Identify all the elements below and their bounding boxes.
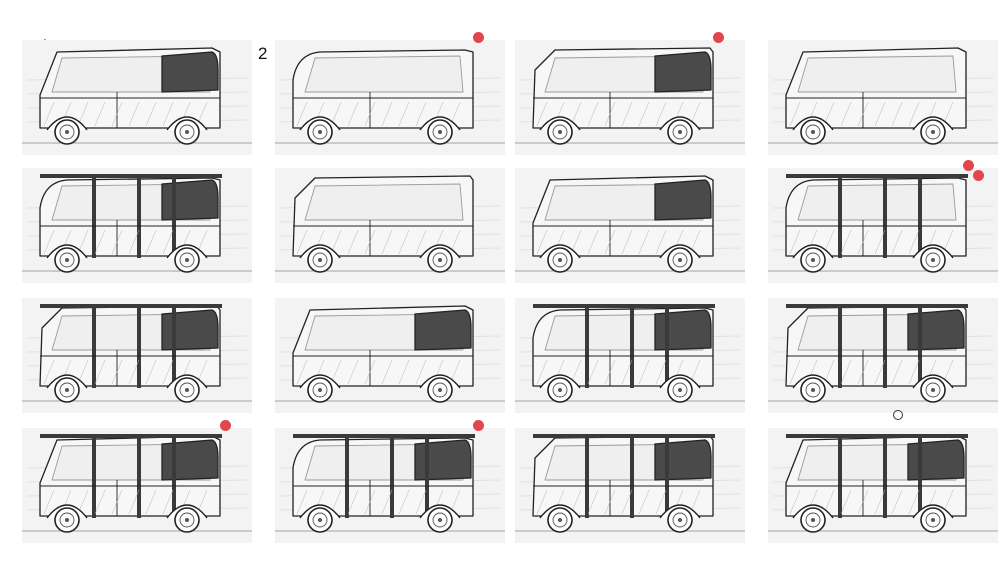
van-drawing: [515, 434, 745, 533]
van-sketch-8: [768, 168, 998, 283]
van-drawing: [515, 47, 745, 145]
van-sketch-7: [515, 168, 745, 283]
van-sketch-10: [275, 298, 505, 413]
van-sketch-5: [22, 168, 252, 283]
van-drawing: [22, 434, 252, 533]
red-dot-marker: [973, 170, 984, 181]
van-sketch-12: [768, 298, 998, 413]
van-drawing: [275, 434, 505, 533]
van-sketch-14: [275, 428, 505, 543]
van-sketch-11: [515, 298, 745, 413]
hollow-circle-marker: [893, 410, 903, 420]
red-dot-marker: [473, 420, 484, 431]
van-sketch-3: [515, 40, 745, 155]
van-drawing: [768, 434, 998, 533]
van-sketch-6: [275, 168, 505, 283]
red-dot-marker: [220, 420, 231, 431]
van-drawing: [768, 174, 998, 273]
sketch-number-2: 2: [258, 44, 268, 63]
van-drawing: [275, 175, 505, 273]
van-sketch-4: [768, 40, 998, 155]
van-sketch-16: [768, 428, 998, 543]
van-drawing: [22, 47, 252, 145]
van-drawing: [22, 304, 252, 403]
van-drawing: [515, 304, 745, 403]
van-sketch-9: [22, 298, 252, 413]
van-sketch-15: [515, 428, 745, 543]
van-drawing: [768, 47, 998, 145]
van-sketch-2: [275, 40, 505, 155]
red-dot-marker: [963, 160, 974, 171]
van-sketch-1: [22, 40, 252, 155]
red-dot-marker: [473, 32, 484, 43]
red-dot-marker: [713, 32, 724, 43]
van-drawing: [515, 175, 745, 273]
van-drawing: [768, 304, 998, 403]
van-drawing: [275, 49, 505, 145]
van-drawing: [275, 305, 505, 403]
van-sketch-13: [22, 428, 252, 543]
van-drawing: [22, 174, 252, 273]
